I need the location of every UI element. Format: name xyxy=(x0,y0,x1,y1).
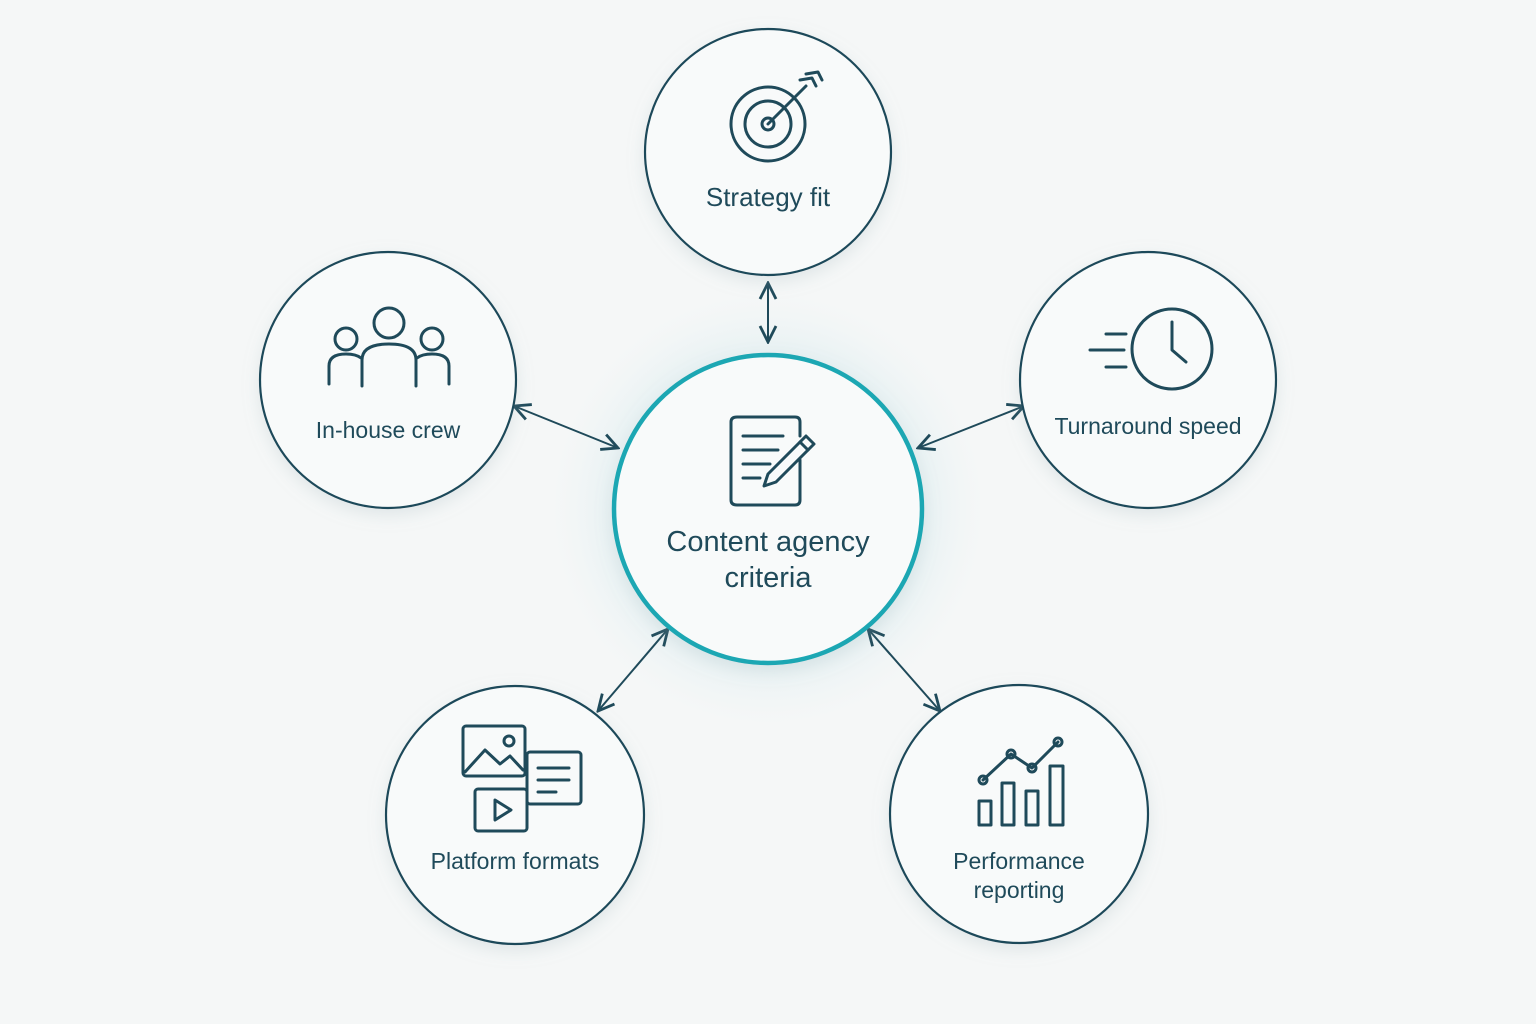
node-inhouse-label: In-house crew xyxy=(316,417,461,443)
node-circle xyxy=(384,684,646,946)
node-performance-label-line2: reporting xyxy=(974,877,1065,903)
connector-platform xyxy=(598,629,668,711)
node-center-content-agency[interactable]: Content agency criteria xyxy=(611,352,925,666)
center-circle xyxy=(611,352,925,666)
node-circle xyxy=(643,27,893,277)
node-strategy-fit[interactable]: Strategy fit xyxy=(643,27,893,277)
team-icon xyxy=(327,306,451,388)
media-formats-icon xyxy=(461,724,583,833)
node-platform-formats[interactable]: Platform formats xyxy=(384,684,646,946)
node-performance-label-line1: Performance xyxy=(953,848,1085,874)
node-platform-label: Platform formats xyxy=(431,848,600,874)
connector-inhouse xyxy=(514,406,618,448)
bar-line-chart-icon xyxy=(977,736,1065,827)
node-inhouse-crew[interactable]: In-house crew xyxy=(258,250,518,510)
document-edit-icon xyxy=(729,415,816,507)
target-arrow-icon xyxy=(729,70,824,163)
node-strategy-label: Strategy fit xyxy=(706,182,831,212)
connector-performance xyxy=(868,629,940,711)
connectors xyxy=(514,283,1024,711)
center-label-line1: Content agency xyxy=(666,526,870,558)
node-circle xyxy=(888,683,1150,945)
connector-turnaround xyxy=(918,406,1024,448)
node-performance-reporting[interactable]: Performance reporting xyxy=(888,683,1150,945)
node-turnaround-speed[interactable]: Turnaround speed xyxy=(1018,250,1278,510)
fast-clock-icon xyxy=(1088,307,1214,391)
node-turnaround-label: Turnaround speed xyxy=(1054,413,1241,439)
center-label-line2: criteria xyxy=(724,562,812,594)
node-circle xyxy=(258,250,518,510)
